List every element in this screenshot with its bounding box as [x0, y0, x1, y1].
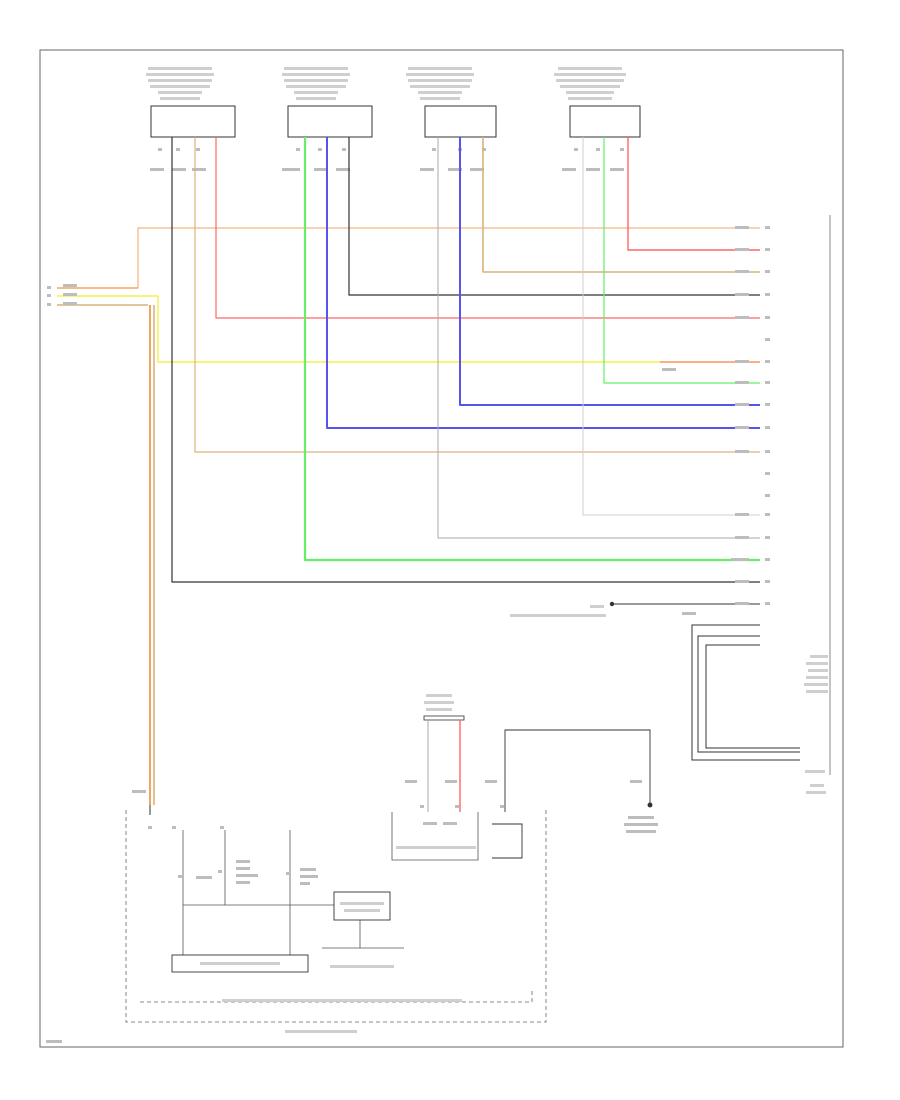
connector-wire-codes [731, 226, 749, 605]
ground-point [510, 601, 615, 617]
left-bundle-labels [47, 284, 77, 306]
seat-module-box [423, 715, 465, 721]
wire-s4-gray [582, 137, 760, 516]
ground-circuit-line [504, 729, 651, 812]
right-loop-wires [691, 624, 800, 761]
sensor-4-box [569, 105, 641, 138]
sensor-1 [146, 67, 236, 138]
sub-box-c-label [330, 965, 394, 968]
ground-circuit-dot [647, 802, 653, 808]
sensor-1-box [150, 105, 236, 138]
sensor-pin-marks [150, 148, 624, 171]
right-loop-1 [691, 624, 800, 761]
ground-circuit [492, 729, 653, 859]
wire-orange-top [57, 227, 760, 289]
sensor-3-box [424, 105, 497, 138]
wire-s2-green [303, 137, 760, 562]
ground-circuit-labels [485, 780, 658, 833]
controller-bus-label [222, 999, 462, 1002]
sub-box-a-label [340, 902, 384, 912]
wire-s3-blue [459, 137, 760, 406]
seat-module [391, 694, 479, 861]
controller-name-label [285, 1030, 357, 1033]
sensor-3 [406, 67, 497, 138]
sensor-2-box [287, 105, 373, 138]
right-loop-3 [705, 644, 800, 749]
controller-sub-box-a [333, 891, 391, 921]
connector-pin-numbers [765, 226, 770, 605]
sub-box-b-label [200, 962, 280, 965]
wire-s3-gray [437, 137, 760, 539]
right-loop-2 [697, 635, 800, 753]
wires [57, 137, 760, 805]
sensor-2 [282, 67, 373, 138]
wire-yellow [152, 295, 760, 363]
controller-bus [140, 990, 533, 1003]
right-ground-label [805, 770, 826, 794]
ground-circuit-box [492, 823, 523, 859]
bottom-controller [125, 790, 547, 1033]
wire-s1-red [215, 137, 760, 319]
right-connector [731, 215, 831, 775]
wire-s4-green [603, 137, 760, 384]
controller-feed-label [132, 790, 146, 793]
sensor-1-header-text [146, 67, 214, 100]
ground-point-dot [609, 601, 615, 607]
sensor-4-header-text [554, 67, 626, 100]
wire-s1-tan [194, 137, 760, 453]
footer-code [46, 1040, 62, 1043]
ground-point-label [510, 605, 606, 617]
wire-s4-red [627, 137, 760, 251]
seat-module-frame [391, 812, 479, 861]
sensor-2-header-text [282, 67, 350, 100]
wire-s3-tan [482, 137, 760, 273]
wire-s1-black [171, 137, 760, 583]
seat-module-label [396, 846, 476, 849]
seat-wire-labels [405, 780, 459, 825]
controller-outline [125, 810, 547, 1023]
sensor-4 [554, 67, 641, 138]
wire-s2-black [348, 137, 760, 296]
controller-pin-labels [148, 826, 318, 885]
splice-markers [662, 368, 696, 615]
controller-circuit [182, 830, 361, 955]
sensor-3-header-text [406, 67, 474, 100]
seat-module-header [424, 694, 454, 711]
diagram-frame [39, 49, 844, 1048]
wire-s2-blue [326, 137, 760, 429]
right-module-label [804, 655, 828, 693]
